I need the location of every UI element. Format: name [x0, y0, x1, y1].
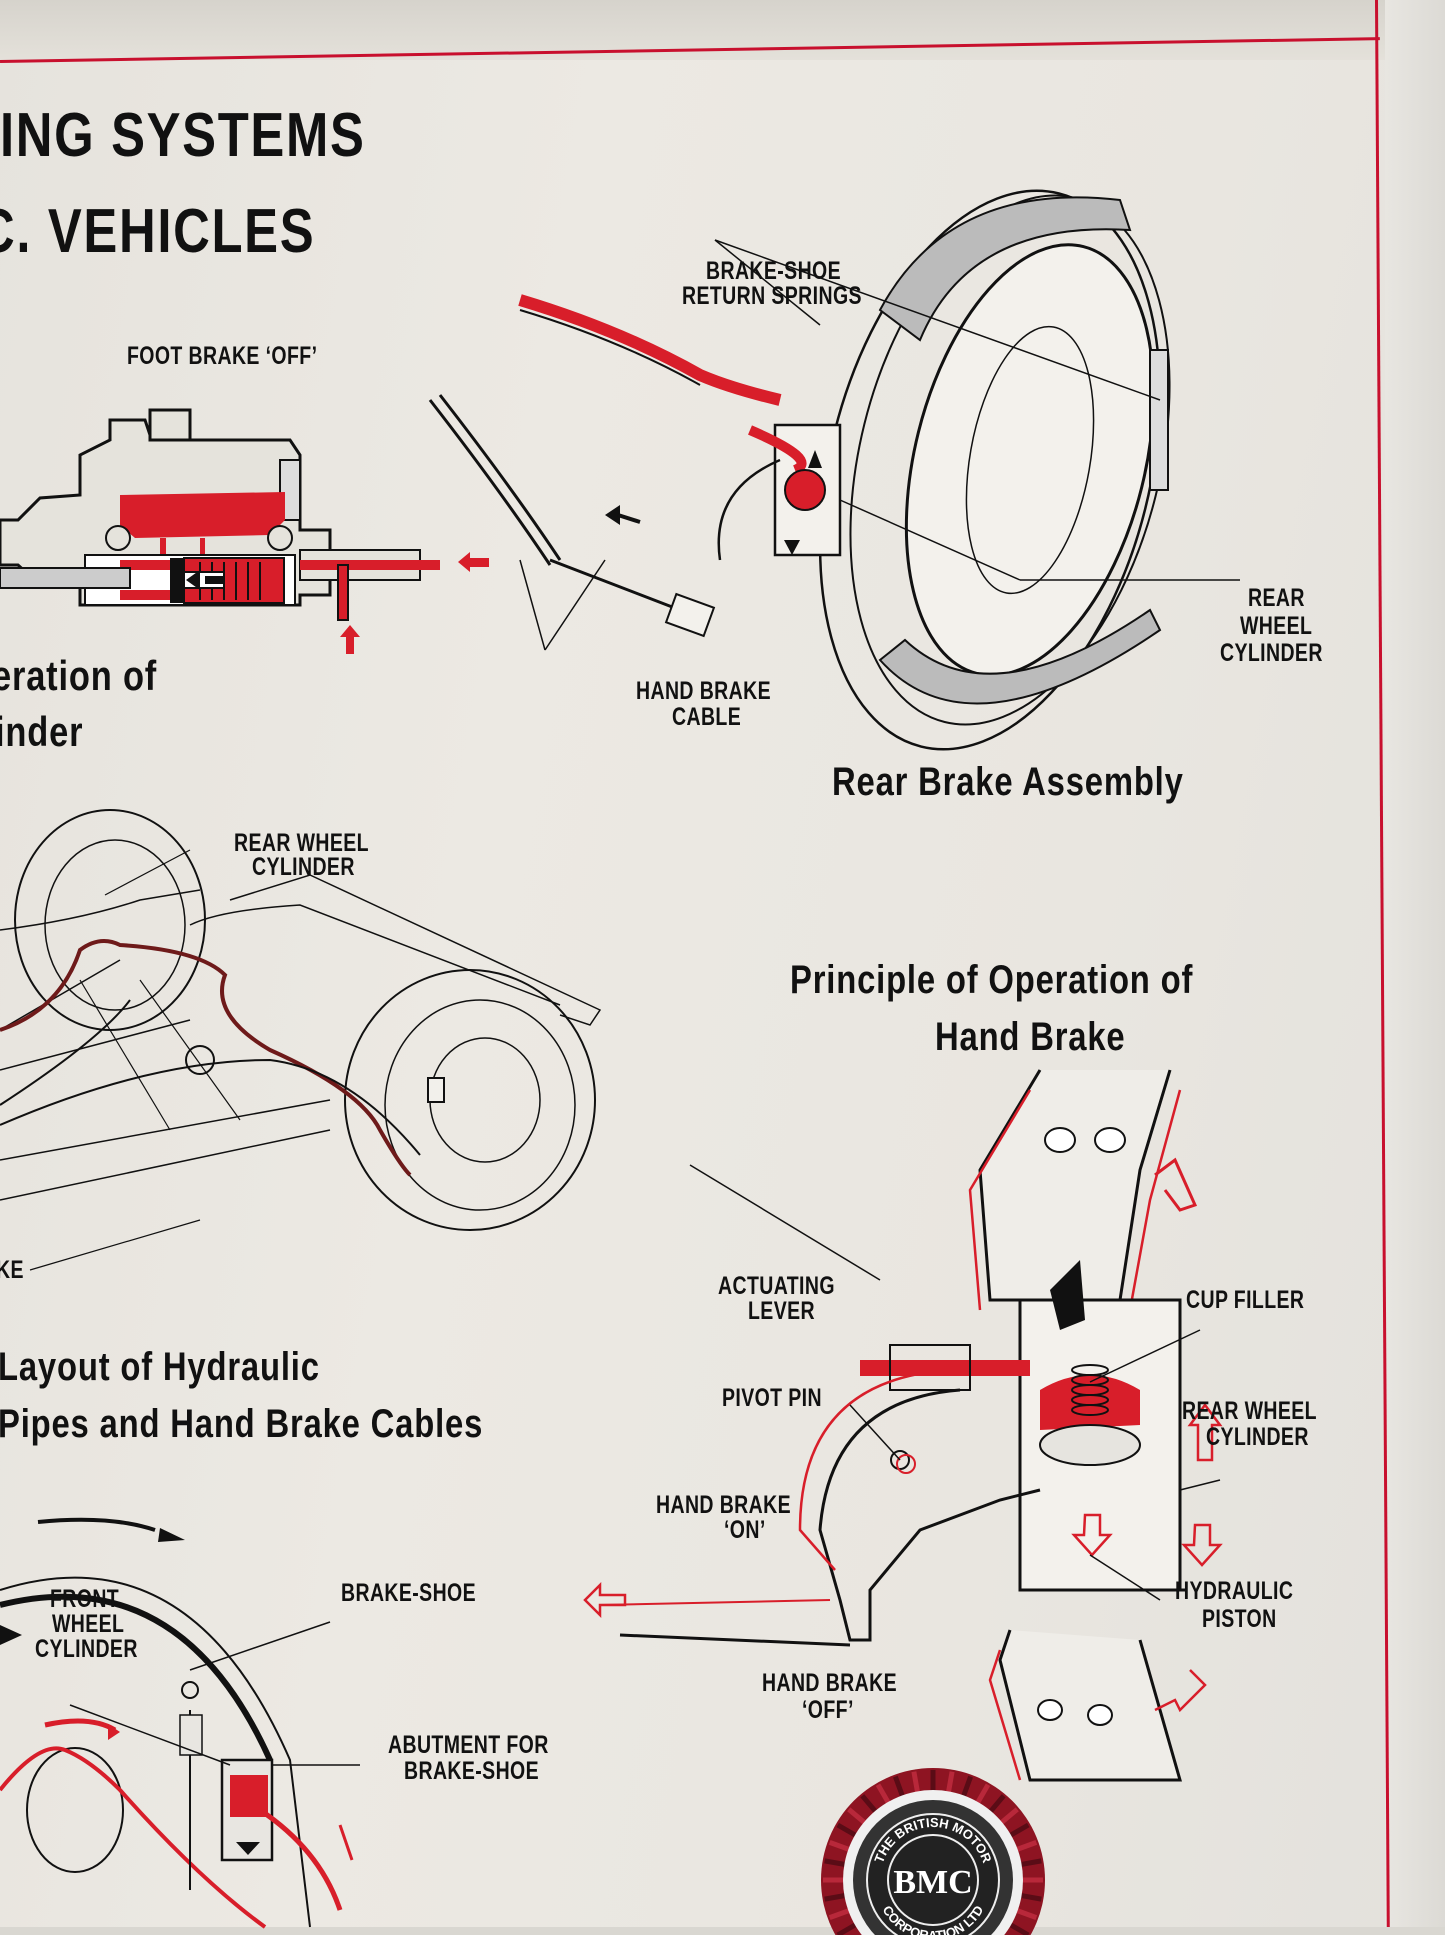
label-brake-shoe-return-springs-line2: RETURN SPRINGS: [682, 282, 862, 310]
heading-rear-brake-assembly: Rear Brake Assembly: [832, 760, 1184, 804]
label-front-wheel-cylinder-line2: WHEEL: [52, 1610, 125, 1638]
heading-layout-line2: Pipes and Hand Brake Cables: [0, 1402, 484, 1446]
label-foot-brake-off: FOOT BRAKE ‘OFF’: [127, 342, 318, 370]
label-hand-brake-rear-wheel-cylinder-line2: CYLINDER: [1206, 1423, 1309, 1451]
label-rear-wheel-cylinder-line1: REAR: [1248, 584, 1305, 612]
label-hand-brake-off-line2: ‘OFF’: [802, 1696, 854, 1724]
hand-brake-principle-diagram: [583, 1069, 1223, 1782]
label-brake-shoe: BRAKE-SHOE: [341, 1579, 477, 1607]
label-rear-wheel-cylinder-line3: CYLINDER: [1220, 639, 1323, 667]
label-pivot-pin: PIVOT PIN: [722, 1384, 822, 1412]
poster-right-margin: [1385, 0, 1445, 1927]
label-abutment-line1: ABUTMENT FOR: [388, 1731, 549, 1759]
master-cylinder-diagram: [0, 408, 489, 654]
label-abutment-line2: BRAKE-SHOE: [404, 1757, 540, 1785]
heading-master-cylinder-line2: inder: [0, 708, 84, 755]
label-hand-brake-cable-line1: HAND BRAKE: [636, 677, 771, 705]
heading-layout-line1: Layout of Hydraulic: [0, 1345, 320, 1389]
label-hand-brake-on-line2: ‘ON’: [724, 1516, 766, 1544]
label-layout-rear-wheel-cylinder-line2: CYLINDER: [252, 853, 355, 881]
chassis-layout-diagram: [0, 809, 602, 1271]
front-brake-diagram: [0, 1517, 360, 1929]
poster-title-line1: ING SYSTEMS: [0, 101, 366, 170]
label-actuating-lever-line1: ACTUATING: [718, 1272, 835, 1300]
heading-hand-brake-principle-line2: Hand Brake: [935, 1015, 1126, 1059]
label-layout-rear-wheel-cylinder-line1: REAR WHEEL: [234, 829, 369, 857]
label-hydraulic-piston-line2: PISTON: [1202, 1605, 1277, 1633]
label-hand-brake-cable-line2: CABLE: [672, 703, 742, 731]
label-hand-brake-rear-wheel-cylinder-line1: REAR WHEEL: [1182, 1397, 1317, 1425]
logo-text-bmc: BMC: [893, 1864, 972, 1901]
label-front-wheel-cylinder-line3: CYLINDER: [35, 1635, 138, 1663]
heading-hand-brake-principle-line1: Principle of Operation of: [790, 958, 1194, 1002]
label-hand-brake-off-line1: HAND BRAKE: [762, 1669, 897, 1697]
label-actuating-lever-line2: LEVER: [748, 1297, 815, 1325]
label-layout-hand-brake-partial: KE: [0, 1256, 24, 1284]
label-rear-wheel-cylinder-line2: WHEEL: [1240, 612, 1313, 640]
label-hydraulic-piston-line1: HYDRAULIC: [1175, 1577, 1294, 1605]
poster-title-line2: C. VEHICLES: [0, 197, 316, 266]
label-brake-shoe-return-springs-line1: BRAKE-SHOE: [706, 257, 842, 285]
rear-brake-assembly-diagram: [428, 189, 1240, 751]
bmc-rosette-logo: THE BRITISH MOTOR BMC CORPORATION LTD: [821, 1768, 1045, 1935]
label-front-wheel-cylinder-line1: FRONT: [50, 1585, 120, 1613]
heading-master-cylinder-line1: eration of: [0, 652, 158, 699]
label-hand-brake-on-line1: HAND BRAKE: [656, 1491, 791, 1519]
label-cup-filler: CUP FILLER: [1186, 1286, 1305, 1314]
